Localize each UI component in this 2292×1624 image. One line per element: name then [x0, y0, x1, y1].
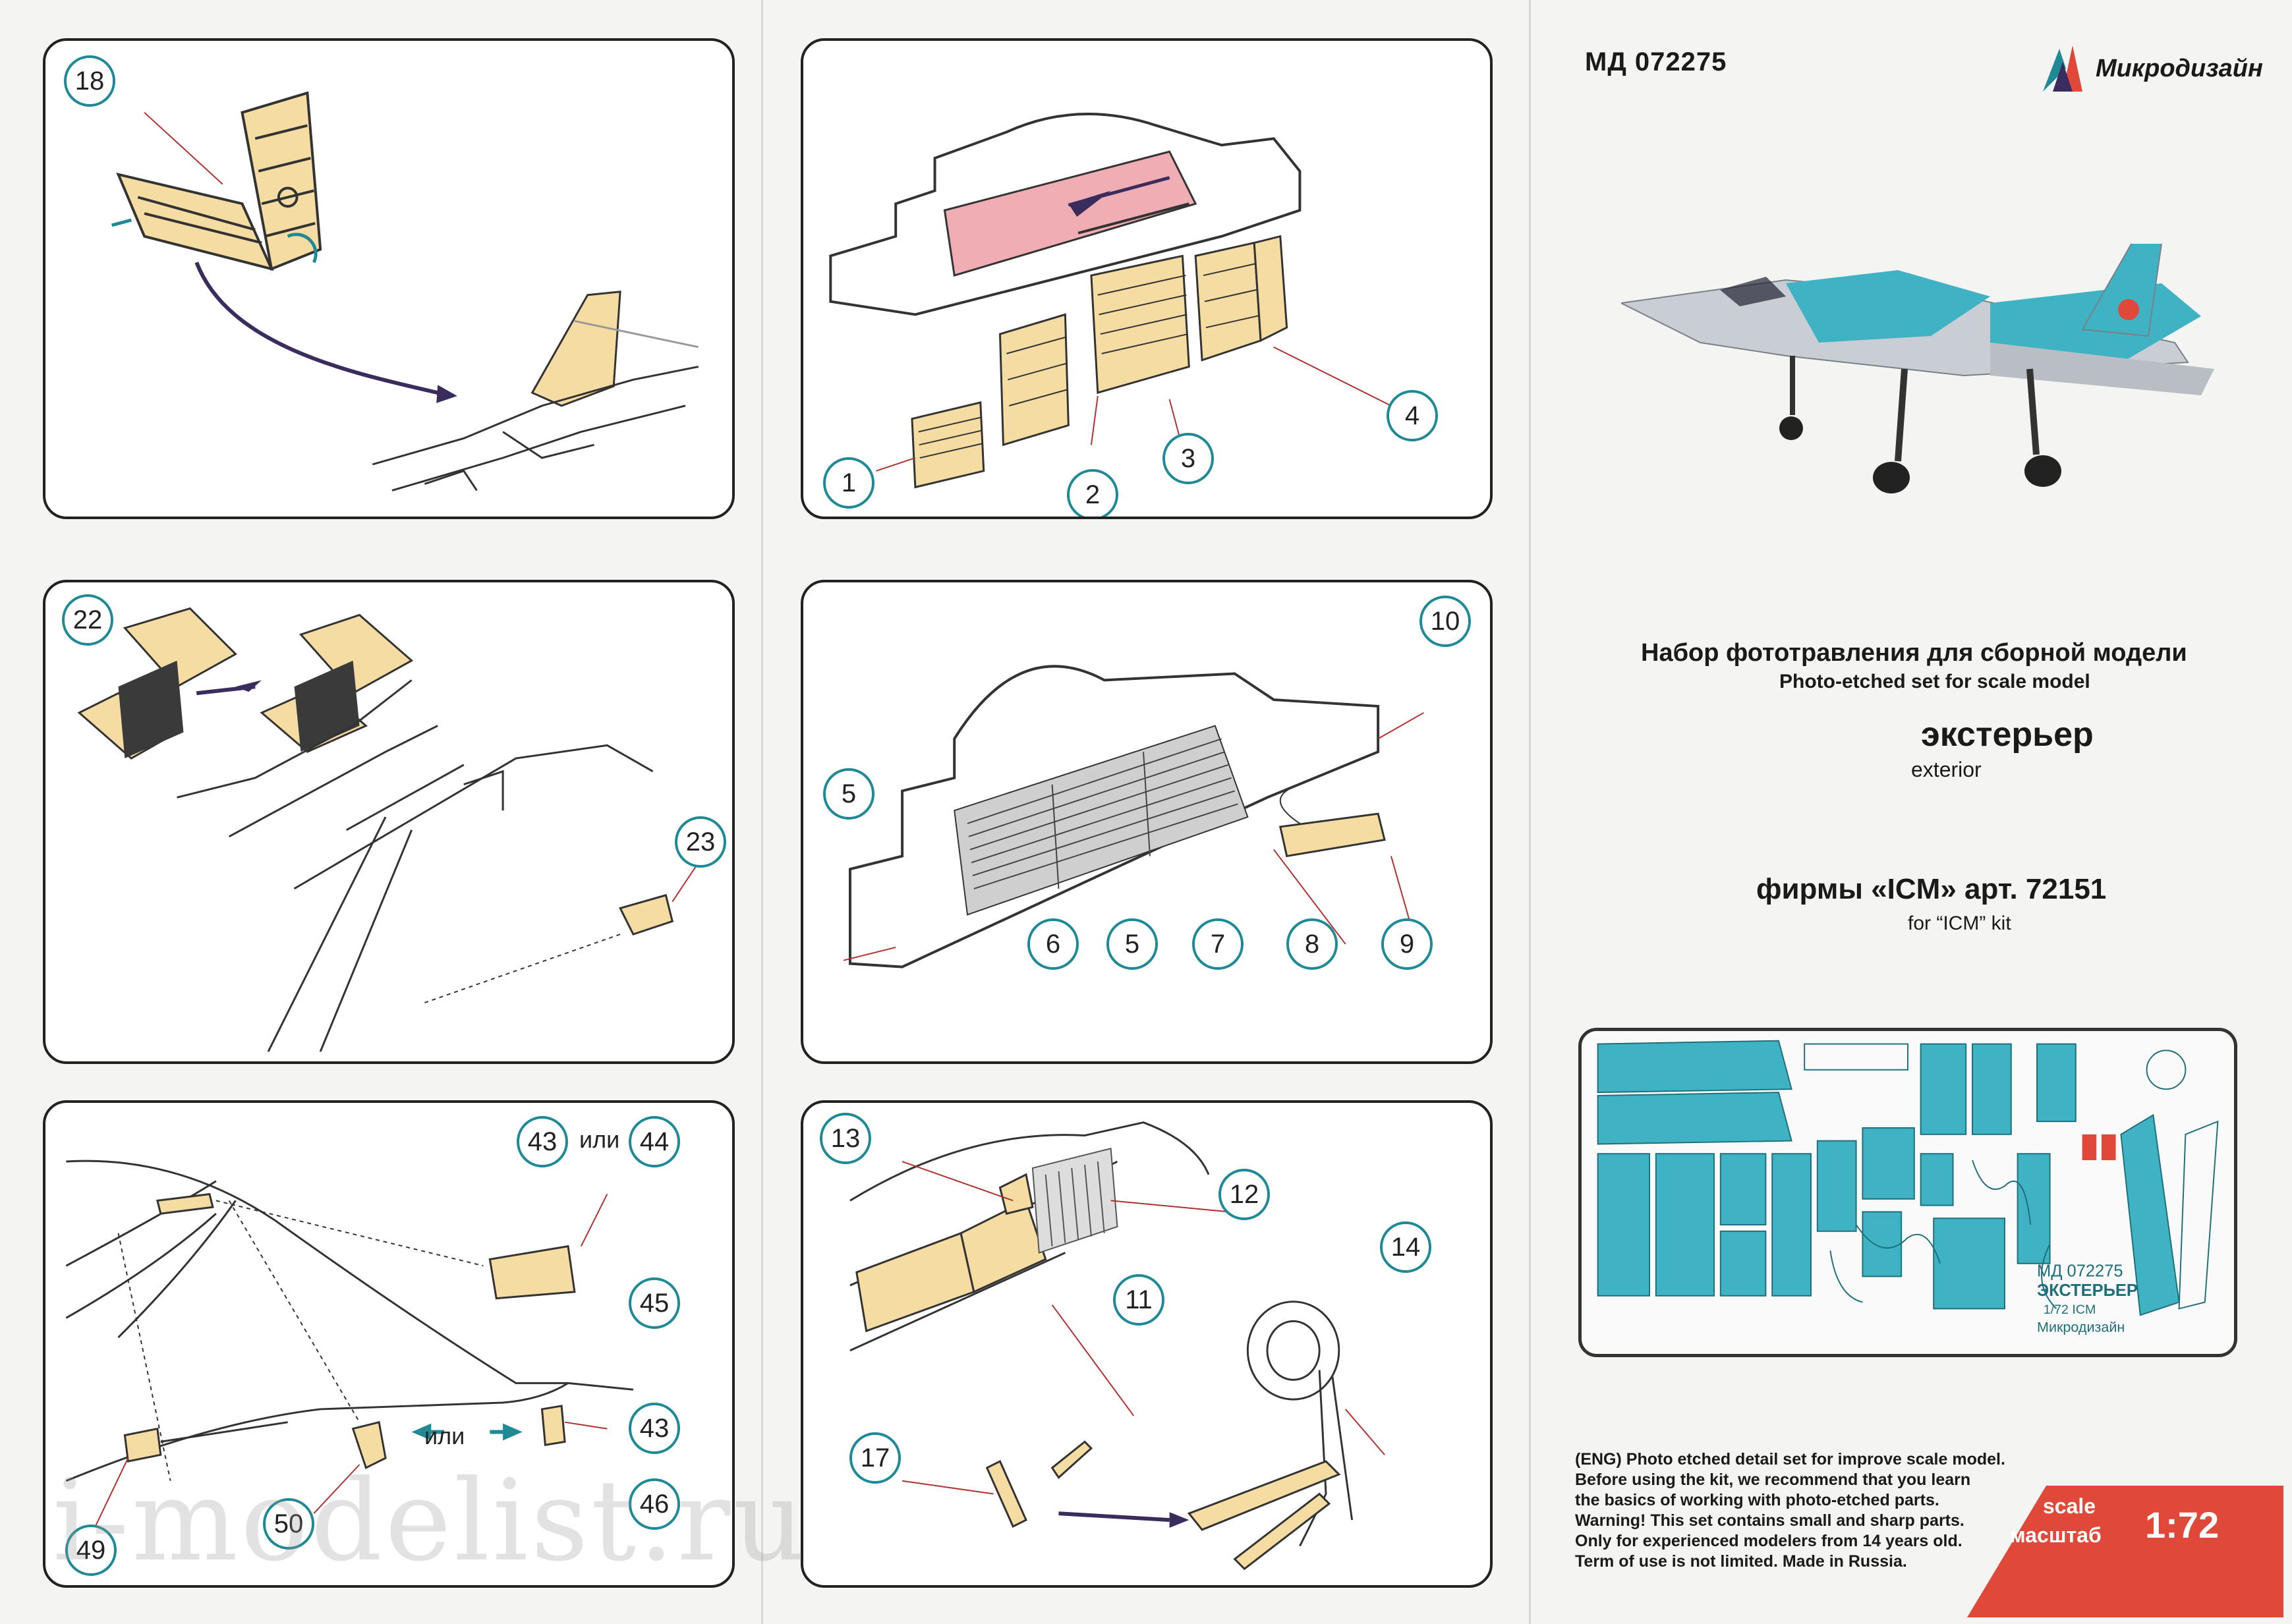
aircraft-photo	[1621, 244, 2214, 493]
panel-2-drawing	[829, 113, 1392, 489]
step-number: 8	[1286, 918, 1338, 970]
fret-brand: Микродизайн	[2037, 1319, 2125, 1335]
set-title-en: Photo-etched set for scale model	[1779, 671, 2090, 692]
step-number: 11	[1113, 1274, 1164, 1326]
step-number: 13	[820, 1113, 871, 1164]
step-number: 2	[1067, 469, 1118, 517]
brand-logo-icon	[2043, 45, 2082, 92]
subject-ru: экстерьер	[1921, 715, 2094, 754]
instruction-panel-5: 43 или 44 45 43 или 46 49 50	[43, 1100, 735, 1588]
instruction-panel-1: 18	[43, 38, 735, 519]
instruction-panel-4: 10 5 6 5 7 8 9	[801, 580, 1493, 1064]
step-number: 7	[1192, 918, 1244, 970]
step-number: 17	[849, 1432, 901, 1484]
note-line: the basics of working with photo-etched …	[1575, 1491, 1939, 1509]
fret-name: ЭКСТЕРЬЕР	[2037, 1281, 2138, 1300]
fret-code: МД 072275	[2037, 1262, 2123, 1280]
step-number: 44	[629, 1116, 680, 1167]
step-number: 4	[1387, 390, 1438, 441]
step-number: 18	[64, 55, 115, 107]
step-number: 50	[263, 1498, 314, 1550]
brand-name: Микродизайн	[2096, 54, 2263, 82]
step-number: 43	[517, 1116, 568, 1167]
note-line: Before using the kit, we recommend that …	[1575, 1470, 1971, 1489]
step-number: 43	[629, 1403, 680, 1454]
step-number: 46	[629, 1478, 680, 1530]
instruction-panel-6: 13 12 11 14 17	[801, 1100, 1493, 1588]
step-number: 45	[629, 1277, 680, 1329]
fold-line	[1529, 0, 1531, 1624]
instruction-panel-2: 1 2 3 4	[801, 38, 1493, 519]
step-number: 22	[62, 594, 113, 646]
set-title-ru: Набор фототравления для сборной модели	[1641, 639, 2187, 667]
fold-line	[761, 0, 763, 1624]
step-number: 1	[823, 457, 874, 509]
kit-reference-en: for “ICM” kit	[1908, 912, 2011, 934]
panel-1-drawing	[111, 91, 699, 491]
usage-notes: (ENG) Photo etched detail set for improv…	[1575, 1449, 2005, 1572]
scale-badge	[1967, 1486, 2283, 1617]
kit-reference-ru: фирмы «ICM» арт. 72151	[1756, 873, 2107, 905]
scale-label-en: scale	[2043, 1494, 2096, 1518]
note-line: (ENG) Photo etched detail set for improv…	[1575, 1450, 2005, 1469]
step-number: 23	[675, 816, 726, 868]
panel-6-drawing	[849, 1121, 1385, 1571]
panel-4-drawing	[843, 665, 1424, 968]
step-number: 9	[1381, 918, 1433, 970]
scale-label-ru: масштаб	[2010, 1523, 2102, 1547]
panel-5-drawing	[65, 1160, 634, 1534]
note-line: Only for experienced modelers from 14 ye…	[1575, 1532, 1963, 1550]
fret-scale: 1/72 ICM	[2044, 1302, 2096, 1317]
watermark: i-modelist.ru	[53, 1456, 808, 1586]
subject-en: exterior	[1911, 758, 1982, 781]
panel-3-drawing	[77, 607, 699, 1052]
fret-parts: МД 072275 ЭКСТЕРЬЕР 1/72 ICM Микродизайн	[1597, 1040, 2219, 1335]
product-code: МД 072275	[1585, 47, 1727, 76]
step-number: 12	[1218, 1169, 1270, 1220]
note-line: Warning! This set contains small and sha…	[1575, 1511, 1964, 1530]
step-number: 10	[1419, 596, 1471, 647]
photo-etch-fret: МД 072275 ЭКСТЕРЬЕР 1/72 ICM Микродизайн	[1578, 1028, 2237, 1357]
step-number: 3	[1162, 433, 1214, 484]
step-number: 5	[1106, 918, 1158, 970]
or-label: или	[424, 1422, 465, 1449]
brand-logo: Микродизайн	[2036, 42, 2263, 95]
scale-value: 1:72	[2145, 1504, 2220, 1546]
step-number: 6	[1027, 918, 1079, 970]
instruction-panel-3: 22 23	[43, 580, 735, 1064]
or-label: или	[579, 1126, 620, 1153]
step-number: 49	[65, 1525, 117, 1576]
step-number: 14	[1380, 1221, 1431, 1273]
step-number: 5	[823, 768, 874, 820]
note-line: Term of use is not limited. Made in Russ…	[1575, 1552, 1907, 1571]
